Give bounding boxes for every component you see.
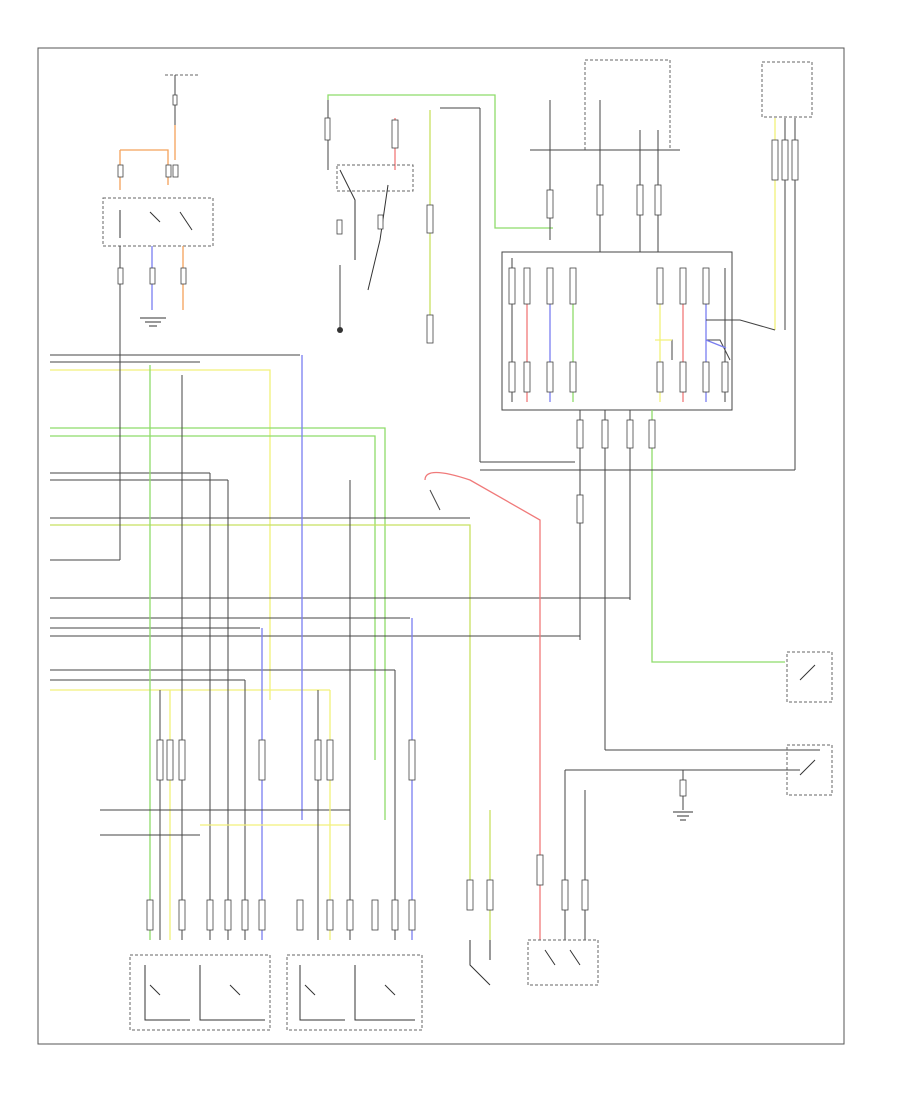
- driver-actuator-section: [100, 473, 350, 1031]
- main-relay: [102, 197, 214, 247]
- central-locking-control-unit: [501, 251, 733, 411]
- ignition-switch: [336, 164, 414, 192]
- ignition-switch-section: [324, 94, 575, 463]
- ajar-switches-section: [565, 651, 833, 821]
- passenger-door-lock-actuator: [286, 954, 423, 1031]
- trunk-lock-actuator: [527, 939, 599, 986]
- harness-bus: [50, 310, 630, 940]
- rear-switch-section: [466, 770, 599, 986]
- central-locking-section: [480, 59, 813, 750]
- driver-door-ajar-switch: [786, 651, 833, 703]
- main-relay-section: [102, 74, 214, 327]
- passenger-actuator-section: [286, 480, 423, 1031]
- diagram-frame: [37, 47, 845, 1045]
- driver-door-lock-actuator: [129, 954, 271, 1031]
